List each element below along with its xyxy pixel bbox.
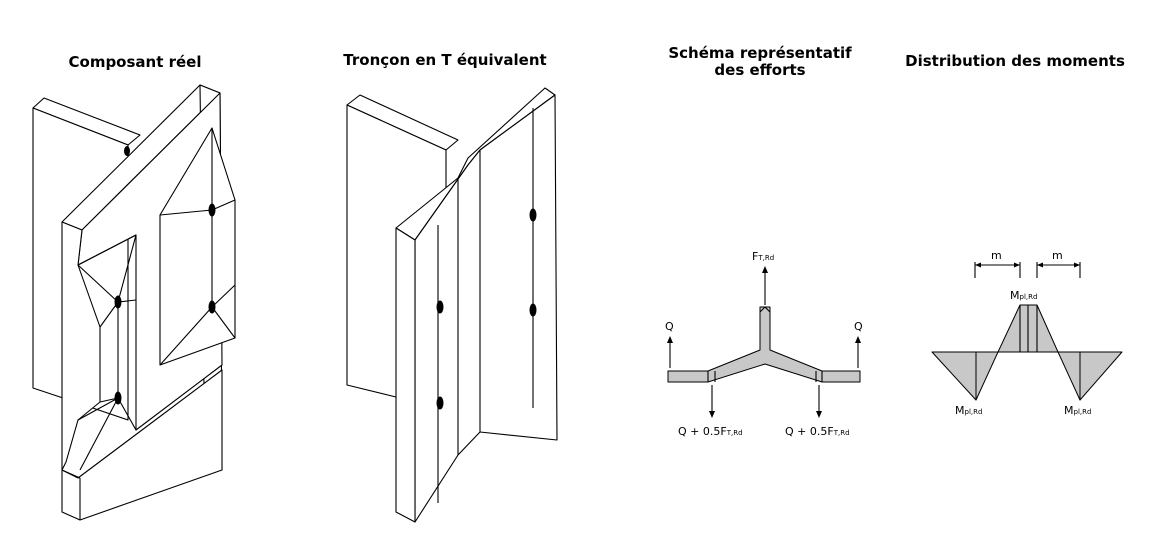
moment-right-neg-b — [1079, 351, 1123, 401]
moment-right-neg — [1057, 351, 1081, 401]
bolt-left-upper — [114, 295, 122, 309]
label-mpl-right: Mpl,Rd — [1064, 404, 1092, 417]
label-m-left: m — [991, 249, 1002, 262]
label-reaction-left: Q + 0.5FT,Rd — [678, 425, 743, 438]
label-mpl-top: Mpl,Rd — [1010, 289, 1038, 302]
label-q-left: Q — [665, 320, 674, 333]
tee-bolt-right-upper — [529, 208, 537, 222]
force-scheme-drawing — [667, 266, 861, 418]
label-reaction-right: Q + 0.5FT,Rd — [785, 425, 850, 438]
equivalent-tee-drawing — [346, 87, 558, 523]
tee-web-edge — [395, 227, 416, 523]
tee-bolt-left-lower — [436, 396, 444, 410]
endplate-bottom — [61, 369, 223, 521]
moment-left-neg — [931, 351, 977, 401]
title-force-scheme: Schéma représentatif des efforts — [640, 45, 880, 79]
label-ft: FT,Rd — [752, 250, 775, 263]
real-component-drawing — [32, 84, 236, 521]
moment-left-neg-b — [975, 351, 999, 401]
label-mpl-left: Mpl,Rd — [955, 404, 983, 417]
title-moment-distribution: Distribution des moments — [905, 52, 1125, 70]
tee-web-face — [414, 94, 558, 523]
label-q-right: Q — [854, 320, 863, 333]
title-force-scheme-line2: des efforts — [714, 61, 806, 79]
bolt-top — [124, 146, 130, 156]
endplate-window — [159, 127, 236, 366]
label-m-right: m — [1052, 249, 1063, 262]
title-equivalent-tee: Tronçon en T équivalent — [343, 51, 547, 69]
tee-bolt-right-lower — [529, 303, 537, 317]
title-real-component: Composant réel — [68, 53, 202, 71]
bolt-right-upper — [208, 203, 216, 217]
moment-distribution-drawing — [931, 262, 1123, 401]
bolt-right-lower — [208, 300, 216, 314]
tee-bolt-left-upper — [436, 300, 444, 314]
tee-section-profile — [667, 306, 861, 383]
bolt-left-lower — [114, 391, 122, 405]
title-force-scheme-line1: Schéma représentatif — [668, 44, 852, 62]
